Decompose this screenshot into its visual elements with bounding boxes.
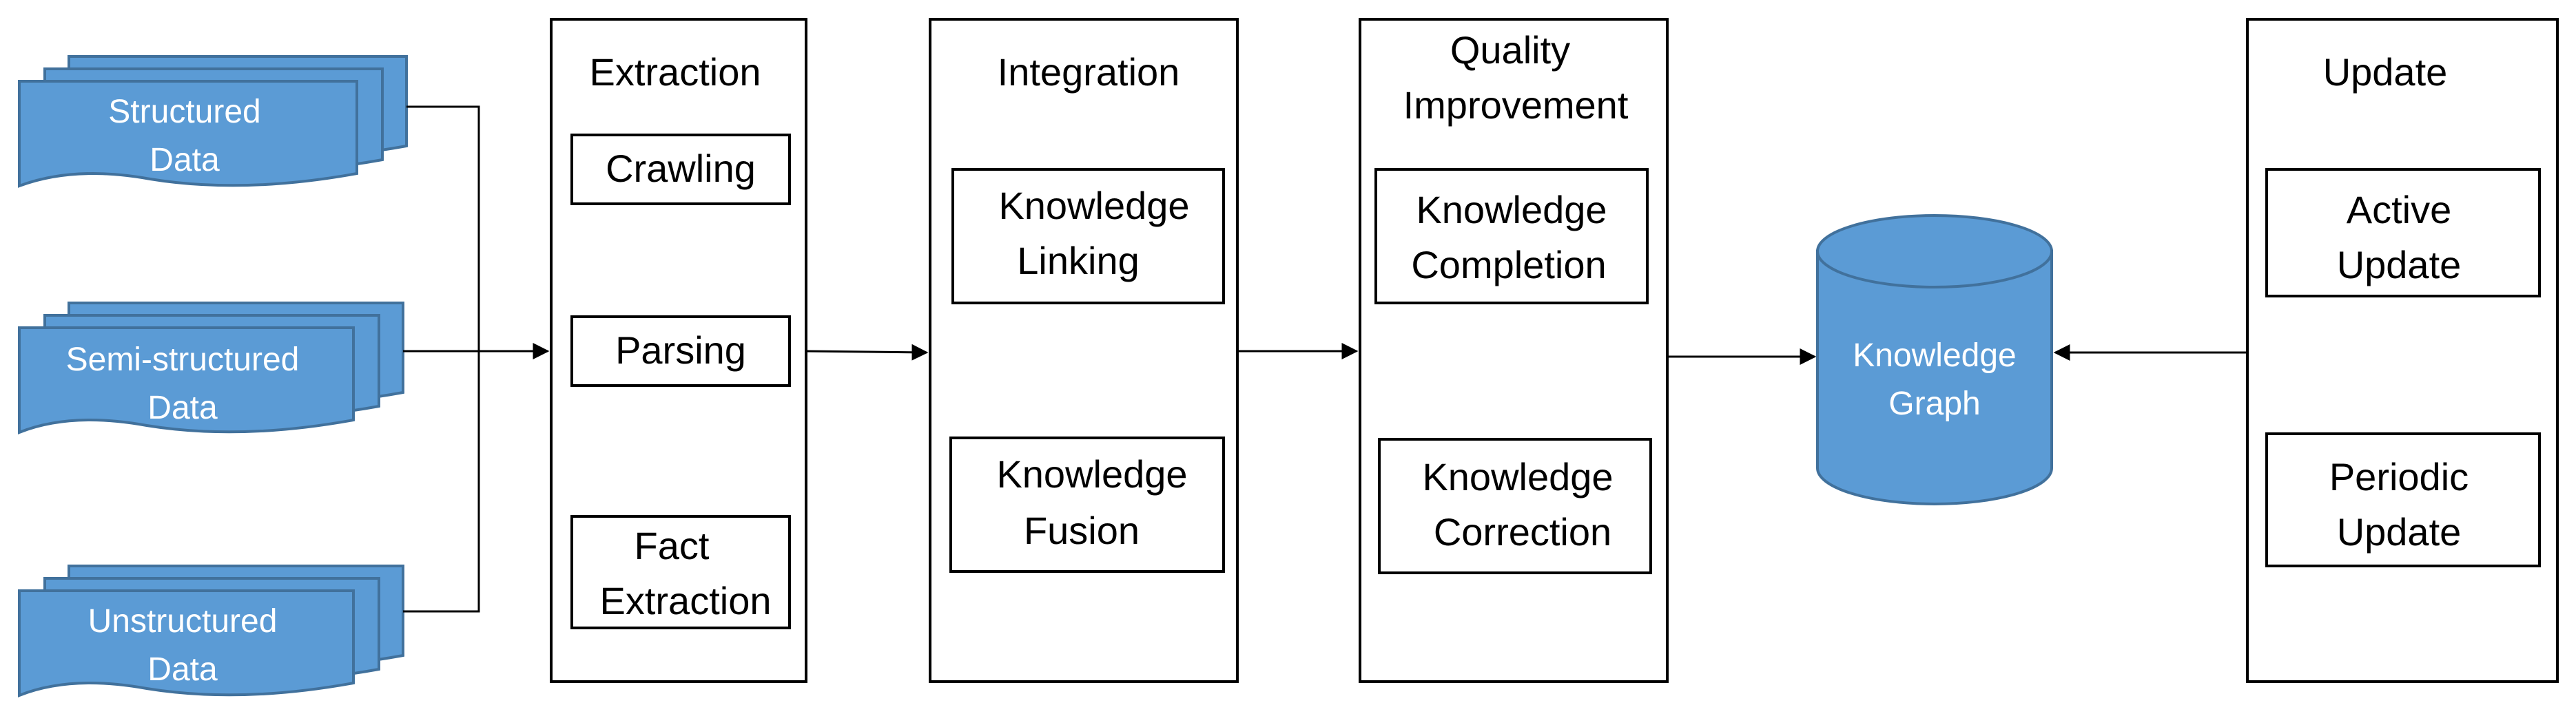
integration-item-label: Knowledge <box>998 184 1189 227</box>
source-structured-data: Structured Data <box>18 55 408 188</box>
quality-item-knowledge-correction: Knowledge Correction <box>1378 438 1652 574</box>
source-label-line1: Semi-structured <box>66 342 300 378</box>
extraction-item-label: Fact <box>635 524 710 567</box>
source-semi-structured-data: Semi-structured Data <box>18 302 404 434</box>
integration-title: Integration <box>998 50 1180 94</box>
update-item-label: Active <box>2347 188 2452 231</box>
extraction-item-crawling: Crawling <box>570 134 791 205</box>
extraction-item-parsing: Parsing <box>570 315 791 387</box>
integration-item-label: Knowledge <box>996 452 1187 496</box>
knowledge-graph-database: Knowledge Graph <box>1816 214 2053 505</box>
update-item-label: Update <box>2337 510 2462 554</box>
integration-item-label: Fusion <box>1024 509 1140 552</box>
extraction-stage: Extraction Crawling Parsing Fact Extract… <box>550 18 807 683</box>
extraction-item-fact-extraction: Fact Extraction <box>570 515 791 629</box>
quality-item-label: Knowledge <box>1416 188 1607 231</box>
quality-item-label: Correction <box>1434 510 1611 554</box>
extraction-item-label: Parsing <box>615 328 746 372</box>
update-item-active-update: Active Update <box>2265 168 2541 297</box>
update-item-periodic-update: Periodic Update <box>2265 432 2541 567</box>
source-label-line2: Data <box>147 651 218 688</box>
knowledge-graph-label-line2: Graph <box>1888 386 1980 422</box>
integration-item-knowledge-linking: Knowledge Linking <box>951 168 1225 304</box>
extraction-title: Extraction <box>590 50 761 94</box>
extraction-item-label: Extraction <box>600 579 772 622</box>
integration-item-label: Linking <box>1017 239 1139 282</box>
source-label-line1: Structured <box>108 94 260 130</box>
source-label-line2: Data <box>150 142 220 178</box>
source-connector <box>403 105 550 613</box>
update-item-label: Periodic <box>2329 455 2469 498</box>
update-stage: Update Active Update Periodic Update <box>2246 18 2559 683</box>
update-item-label: Update <box>2337 243 2462 286</box>
integration-item-knowledge-fusion: Knowledge Fusion <box>949 437 1225 573</box>
extraction-item-label: Crawling <box>606 147 756 190</box>
source-label-line2: Data <box>147 390 218 426</box>
source-unstructured-data: Unstructured Data <box>18 565 404 697</box>
quality-improvement-stage: Quality Improvement Knowledge Completion… <box>1359 18 1669 683</box>
integration-stage: Integration Knowledge Linking Knowledge … <box>929 18 1239 683</box>
quality-title-line1: Quality <box>1450 28 1570 72</box>
quality-item-label: Knowledge <box>1422 455 1613 498</box>
update-title: Update <box>2323 50 2448 94</box>
quality-title-line2: Improvement <box>1403 83 1629 127</box>
quality-item-label: Completion <box>1411 243 1606 286</box>
source-label-line1: Unstructured <box>88 603 278 640</box>
knowledge-graph-label-line1: Knowledge <box>1853 337 2017 374</box>
arrow-extraction-to-integration <box>805 344 929 361</box>
quality-item-knowledge-completion: Knowledge Completion <box>1374 168 1649 304</box>
